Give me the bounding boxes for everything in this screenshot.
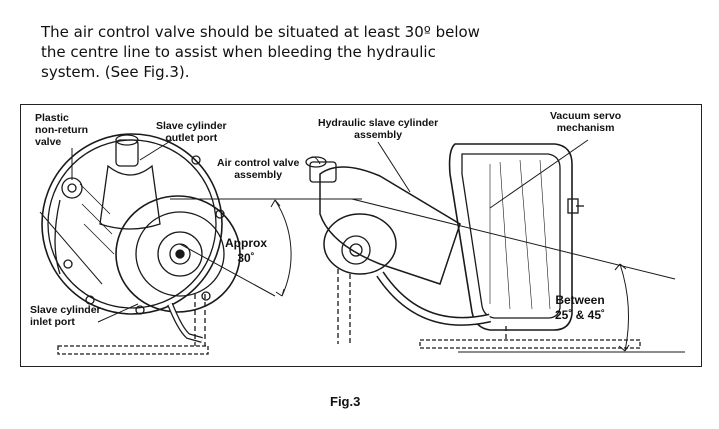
label-between-25-45: Between 25˚ & 45˚ (555, 293, 606, 322)
intro-paragraph: The air control valve should be situated… (41, 22, 511, 82)
intro-line-3: system. (See Fig.3). (41, 63, 190, 81)
label-hydraulic-slave: Hydraulic slave cylinder assembly (318, 117, 439, 141)
label-plastic-valve: Plastic non-return valve (35, 112, 89, 148)
label-approx-30: Approx 30˚ (225, 236, 267, 265)
left-servo-assembly (41, 133, 241, 355)
right-servo-assembly (305, 143, 641, 349)
figure-caption: Fig.3 (330, 394, 361, 409)
label-air-control-valve: Air control valve assembly (217, 157, 300, 181)
label-vacuum-servo: Vacuum servo mechanism (550, 110, 622, 134)
figure-frame (20, 104, 702, 367)
label-slave-inlet: Slave cylinder inlet port (30, 304, 101, 328)
figure-illustration (39, 133, 685, 355)
label-slave-outlet: Slave cylinder outlet port (156, 120, 227, 144)
intro-line-1: The air control valve should be situated… (41, 23, 480, 41)
intro-line-2: the centre line to assist when bleeding … (41, 43, 436, 61)
